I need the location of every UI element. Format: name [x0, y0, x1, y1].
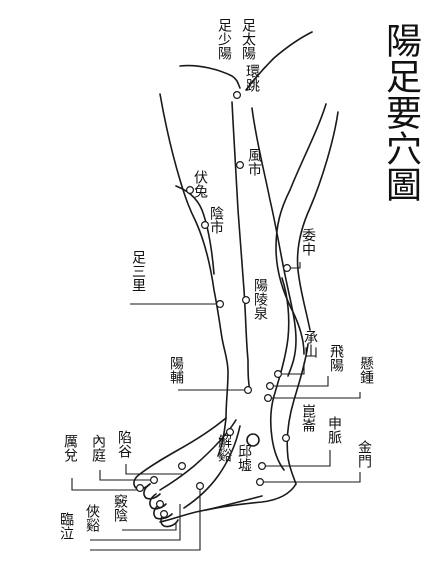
toe-5	[160, 513, 179, 528]
point-xian-gu	[178, 462, 187, 471]
leader-xuan-zhong	[268, 392, 361, 399]
label-zu-tai-yang: 足太陽	[240, 18, 256, 60]
point-xia-xi	[156, 500, 165, 509]
label-qiu-xu: 邱墟	[236, 444, 252, 472]
point-li-dui	[136, 484, 145, 493]
label-nei-ting: 內庭	[90, 434, 106, 462]
point-cheng-shan	[274, 370, 283, 379]
calf-back	[269, 277, 290, 471]
point-kun-lun	[282, 434, 291, 443]
point-xuan-zhong	[264, 394, 273, 403]
label-jie-xi: 解谿	[216, 434, 232, 462]
point-feng-shi	[236, 161, 245, 170]
label-fei-yang: 飛陽	[328, 344, 344, 372]
label-shen-mai: 申脈	[326, 416, 342, 444]
label-zu-san-li: 足三里	[130, 250, 146, 292]
point-nei-ting	[150, 476, 159, 485]
leader-cheng-shan	[278, 362, 305, 375]
point-fei-yang	[266, 382, 275, 391]
label-xian-gu: 陷谷	[116, 430, 132, 458]
point-qiu-xu	[258, 462, 267, 471]
leader-jin-men	[262, 472, 361, 483]
label-wei-zhong: 委中	[300, 228, 316, 256]
leader-fei-yang	[270, 376, 329, 387]
label-qiao-yin: 竅陰	[112, 494, 128, 522]
toe-4	[153, 503, 173, 520]
thigh-front	[159, 93, 229, 457]
label-xuan-zhong: 懸鍾	[358, 356, 374, 384]
leader-qiao-yin	[122, 522, 177, 531]
leader-shen-mai	[262, 450, 331, 467]
achilles	[286, 343, 309, 485]
point-lin-qi	[196, 482, 205, 491]
label-fu-tu: 伏兔	[192, 170, 208, 198]
calf-outer	[275, 103, 327, 355]
label-kun-lun: 崑崙	[300, 404, 316, 432]
leader-li-dui	[71, 478, 140, 491]
thigh-mid	[231, 101, 251, 393]
ankle-bone	[246, 433, 260, 447]
point-wei-zhong	[283, 264, 292, 273]
point-jin-men	[256, 478, 265, 487]
label-li-dui: 厲兌	[62, 434, 78, 462]
label-cheng-shan: 承山	[302, 330, 318, 358]
label-yang-fu: 陽輔	[168, 356, 184, 384]
label-feng-shi: 風市	[246, 148, 262, 176]
dorsum-2	[159, 419, 237, 491]
point-yang-fu	[244, 386, 253, 395]
hip-line-left	[179, 64, 241, 89]
dorsum-1	[139, 417, 227, 475]
leader-nei-ting	[99, 470, 150, 481]
point-yin-shi	[201, 221, 210, 230]
point-jie-xi	[226, 428, 235, 437]
point-yang-ling-quan	[242, 296, 251, 305]
dorsum-3	[183, 425, 241, 509]
point-huan-tiao	[233, 90, 242, 99]
point-zu-san-li	[216, 300, 225, 309]
leader-xia-xi	[90, 504, 181, 541]
calf-outer-2	[296, 111, 339, 331]
leader-lin-qi	[90, 486, 201, 551]
sole	[205, 495, 263, 511]
hip-line-right	[245, 31, 313, 91]
label-lin-qi: 臨泣	[58, 512, 74, 540]
label-yang-ling-quan: 陽陵泉	[252, 278, 268, 320]
label-yin-shi: 陰市	[208, 206, 224, 234]
thigh-front-inner	[175, 185, 215, 275]
label-jin-men: 金門	[356, 440, 372, 468]
label-zu-shao-yang: 足少陽	[216, 18, 232, 60]
label-huan-tiao: 環跳	[244, 64, 260, 92]
label-xia-xi: 俠谿	[84, 504, 100, 532]
toe-2	[143, 483, 161, 500]
diagram-title: 陽足要穴圖	[380, 22, 421, 202]
leader-xian-gu	[125, 464, 182, 475]
point-fu-tu	[186, 186, 195, 195]
point-qiao-yin	[160, 510, 169, 519]
heel	[159, 483, 297, 523]
